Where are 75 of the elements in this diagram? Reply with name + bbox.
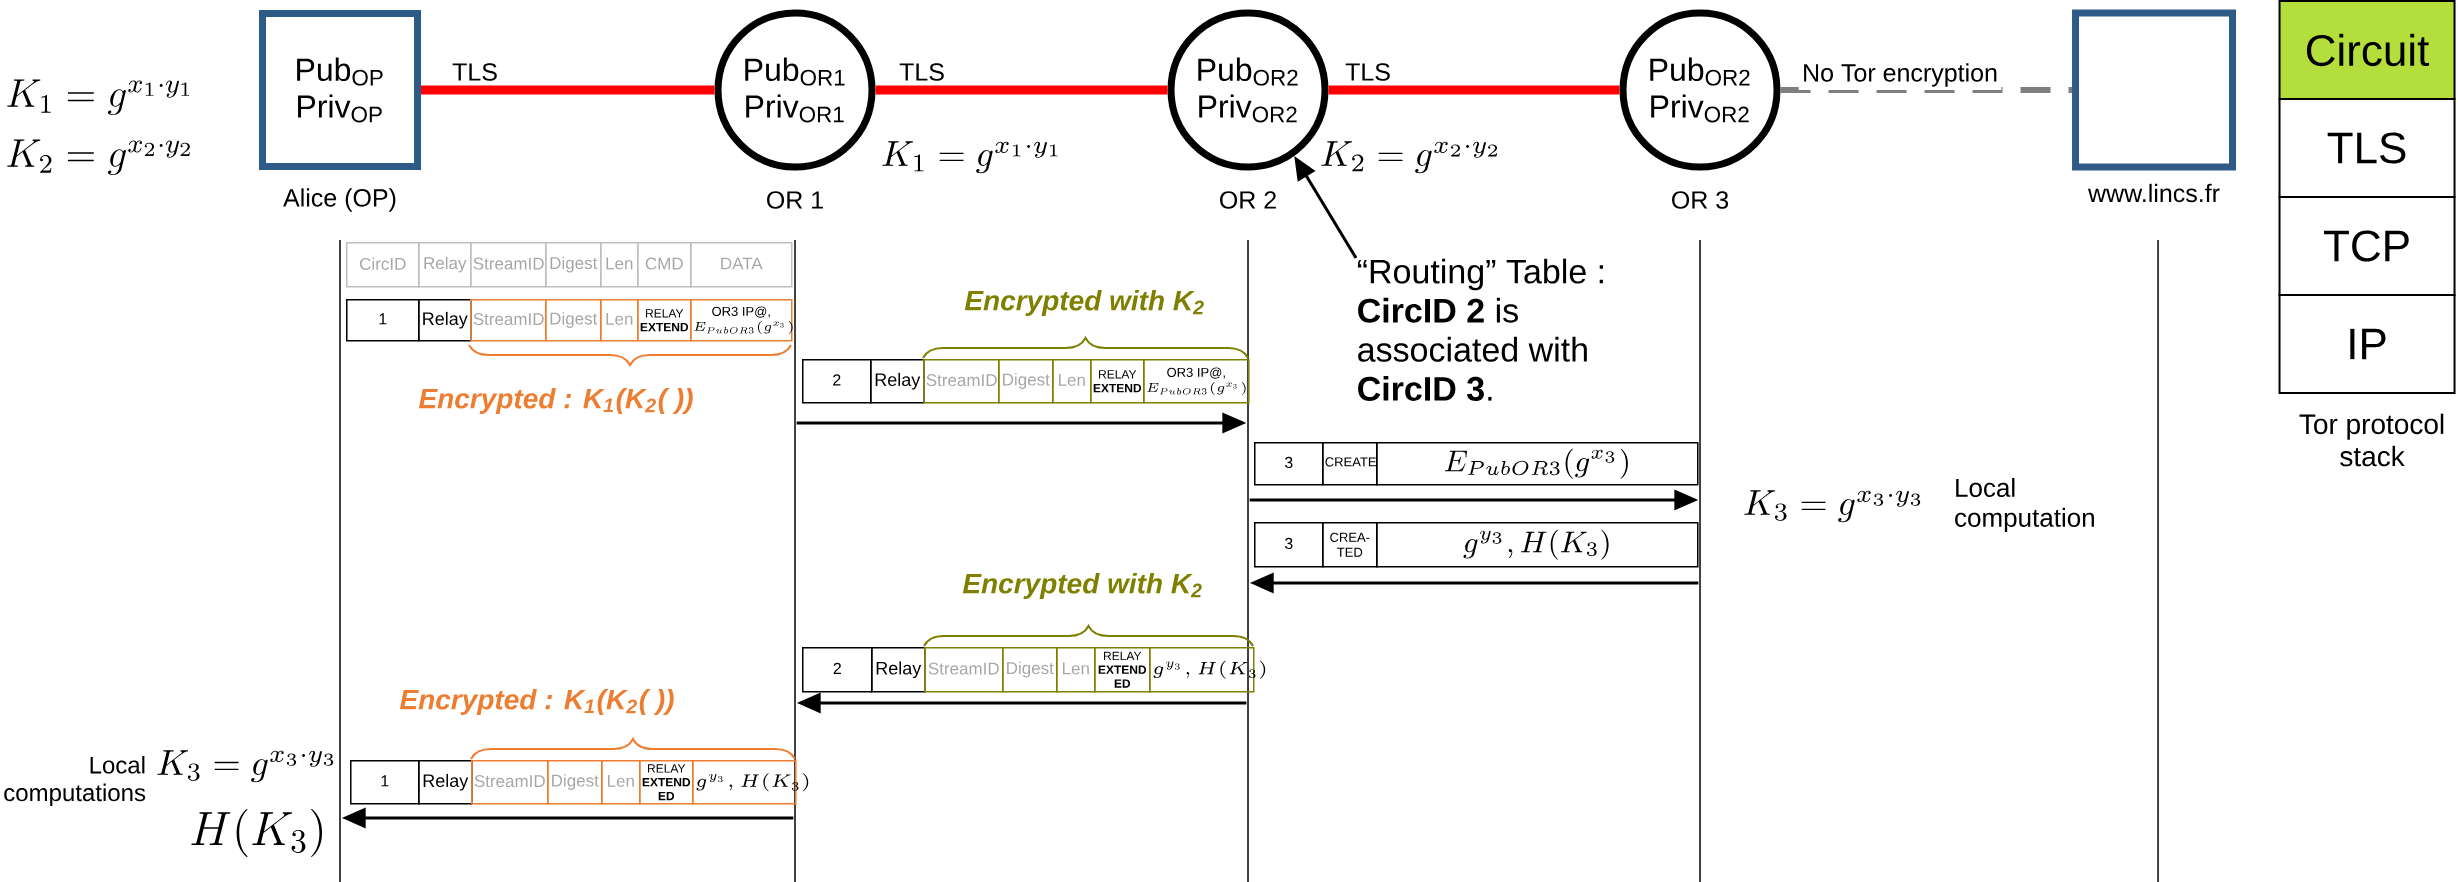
table-cell: RELAY EXTEND ED	[1094, 647, 1151, 693]
node-caption: Tor protocol stack	[2299, 413, 2444, 467]
endpoint-box	[2072, 9, 2237, 171]
table-cell: DATA	[690, 242, 793, 288]
table-cell: CircID	[346, 242, 420, 288]
table-cell: Digest	[998, 359, 1054, 404]
table-cell: $E_{PubOR3}(g^{x_3})$	[1376, 442, 1699, 486]
formula: $K_1 = g^{x_1\cdot y_1}$	[882, 141, 1058, 174]
table-cell: Len	[600, 242, 639, 288]
table-cell: RELAY EXTEND	[1090, 359, 1145, 404]
table-cell: 1	[346, 299, 420, 342]
table-cell: CMD	[637, 242, 692, 288]
formula: $K_2 = g^{x_2\cdot y_2}$	[1321, 141, 1498, 174]
table-cell: Digest	[547, 760, 603, 805]
table-cell: 1	[350, 760, 420, 805]
table-cell: Digest	[545, 242, 602, 288]
formula: $K_2 = g^{x_2\cdot y_2}$	[7, 139, 190, 175]
edge-label: TLS	[1341, 59, 1395, 85]
formula: $H(K_3)$	[191, 809, 323, 857]
table-cell: Len	[1056, 647, 1096, 693]
node-caption: www.lincs.fr	[2088, 183, 2220, 203]
lifeline	[2157, 240, 2160, 882]
table-cell: Digest	[545, 299, 602, 342]
table-cell: Relay	[871, 647, 926, 693]
callout-text: “Routing” Table : CircID 2 is associated with CircID 3.	[1357, 258, 1603, 401]
link-line	[875, 85, 1168, 95]
table-cell: $g^{y_3}, H(K_3)$	[1376, 522, 1699, 568]
table-cell: Relay	[870, 359, 925, 404]
table-cell: CREA- TED	[1322, 522, 1378, 568]
table-cell: Len	[1052, 359, 1092, 404]
lifeline	[1699, 240, 1702, 882]
table-cell: StreamID	[470, 242, 547, 288]
table-cell: 2	[802, 647, 873, 693]
table-cell: CREATE	[1322, 442, 1378, 486]
table-cell: Relay	[418, 299, 472, 342]
protocol-layer-box: Circuit	[2278, 0, 2456, 100]
annotation: Local computations	[4, 756, 146, 806]
node-caption: OR 1	[767, 191, 823, 209]
protocol-layer-box: TLS	[2278, 98, 2456, 198]
table-cell: StreamID	[924, 647, 1004, 693]
node-caption: OR 3	[1672, 191, 1729, 209]
formula: $K_1 = g^{x_1\cdot y_1}$	[7, 79, 190, 115]
link-line	[1328, 85, 1620, 95]
formula: $K_3 = g^{x_3\cdot y_3}$	[1744, 490, 1921, 523]
table-cell: OR3 IP@, $E_{PubOR3}(g^{x_3})$	[1143, 359, 1250, 404]
link-line	[1780, 87, 2073, 93]
encryption-note: Encrypted : K$_{1}$(K$_{2}$( ))	[418, 387, 693, 415]
node-caption: Alice (OP)	[283, 188, 396, 212]
table-cell: Len	[600, 299, 639, 342]
table-cell: Relay	[418, 760, 473, 805]
edge-label: No Tor encryption	[1798, 60, 2002, 90]
table-cell: 2	[802, 359, 872, 404]
table-cell: StreamID	[471, 760, 549, 805]
lifeline	[1247, 240, 1249, 882]
node-caption: OR 2	[1220, 191, 1276, 209]
formula: $K_3 = g^{x_3\cdot y_3}$	[157, 750, 334, 783]
encryption-note: Encrypted with K$_{2}$	[962, 572, 1202, 600]
table-cell: 3	[1254, 442, 1324, 486]
protocol-layer-box: IP	[2278, 294, 2456, 394]
table-cell: StreamID	[923, 359, 1000, 404]
protocol-layer-box: TCP	[2278, 196, 2456, 296]
table-cell: StreamID	[470, 299, 547, 342]
edge-label: TLS	[448, 59, 502, 85]
lifeline	[339, 240, 341, 882]
table-cell: RELAY EXTEND	[637, 299, 692, 342]
table-cell: 3	[1254, 522, 1324, 568]
link-line	[421, 85, 715, 95]
table-cell: Digest	[1002, 647, 1058, 693]
edge-label: TLS	[895, 59, 949, 85]
encryption-note: Encrypted : K$_{1}$(K$_{2}$( ))	[399, 688, 674, 716]
table-cell: RELAY EXTEND ED	[639, 760, 694, 805]
table-cell: Len	[601, 760, 641, 805]
table-cell: Relay	[418, 242, 472, 288]
lifeline	[794, 240, 796, 882]
endpoint-box: Pub$_{OP}$ Priv$_{OP}$	[259, 10, 421, 170]
